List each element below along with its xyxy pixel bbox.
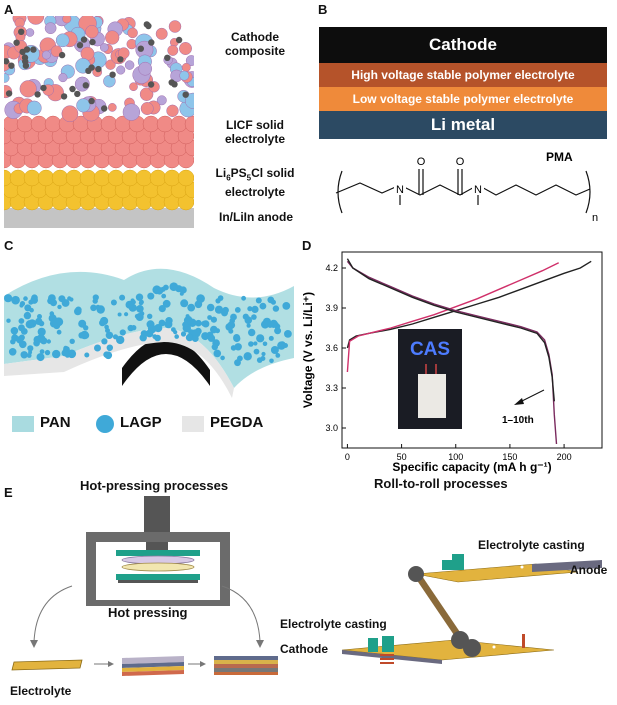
plot-frame [341, 251, 603, 449]
x-tick-label: 100 [448, 452, 463, 462]
pressed-stack [214, 656, 278, 675]
legend-label-lagp: LAGP [120, 414, 162, 431]
legend-label-pegda: PEGDA [210, 414, 264, 431]
electrolyte-label: Electrolyte [10, 684, 72, 698]
inset-cas-text: CAS [410, 339, 450, 360]
legend-swatch-pegda [182, 416, 204, 432]
series-line-discharge-1st [346, 258, 555, 402]
cathode-layer: Cathode [319, 27, 607, 63]
y-tick-label: 3.6 [325, 343, 338, 353]
pma-label: PMA [546, 150, 573, 164]
series-line-charge-cycles [346, 262, 560, 373]
partial-stack [122, 656, 184, 676]
legend-swatch-pan [12, 416, 34, 432]
x-tick-label: 50 [397, 452, 407, 462]
atom-o-left: O [417, 156, 426, 168]
legend-swatch-lagp [96, 415, 114, 433]
voltage-capacity-chart: 0 50 100 150 200 3.0 3.3 3.6 3.9 4.2 CAS 1–10th S… [301, 251, 603, 474]
series-line-charge-1st [346, 260, 592, 349]
panel-e-label: E [4, 485, 13, 500]
panel-c-legend: PAN LAGP PEGDA [12, 412, 302, 436]
anode-layer [4, 208, 194, 228]
repeat-n: n [592, 212, 598, 224]
panel-c-label: C [4, 238, 14, 253]
cathode-label-e: Cathode [280, 642, 328, 656]
licf-label: LICF solid electrolyte [224, 118, 286, 146]
inset-pouch-cell [418, 374, 446, 418]
hot-press-flow-arrows [30, 585, 264, 667]
cathode-composite-label: Cathode composite [224, 30, 285, 58]
y-tick-label: 4.2 [325, 263, 338, 273]
panel-a-label: A [4, 2, 14, 17]
y-tick-label: 3.9 [325, 303, 338, 313]
atom-n-right: N [474, 184, 482, 196]
hot-press-machine [86, 496, 230, 606]
roll-to-roll-title: Roll-to-roll processes [374, 476, 508, 491]
panel-d-label: D [302, 238, 312, 253]
panel-b-label: B [318, 2, 328, 17]
low-voltage-electrolyte-layer: Low voltage stable polymer electrolyte [319, 87, 607, 111]
composite-film-illustration [4, 268, 294, 398]
anode-label: In/LiIn anode [219, 210, 293, 224]
y-tick-label: 3.3 [325, 383, 338, 393]
legend-label-pan: PAN [40, 414, 71, 431]
high-voltage-electrolyte-layer: High voltage stable polymer electrolyte [319, 63, 607, 87]
electrolyte-film [11, 659, 83, 671]
y-tick-label: 3.0 [325, 423, 338, 433]
x-tick-label: 200 [557, 452, 572, 462]
x-tick-label: 0 [345, 452, 350, 462]
y-axis-label: Voltage (V vs. Li/Li⁺) [301, 292, 315, 408]
pma-structure: N N O O n PMA [335, 150, 598, 224]
cycle-annotation: 1–10th [502, 415, 534, 426]
polymer-layer-stack: Cathode High voltage stable polymer elec… [319, 27, 607, 139]
atom-o-right: O [456, 156, 465, 168]
anode-label-e: Anode [570, 563, 608, 577]
roll-to-roll-machine [341, 554, 602, 664]
hot-pressing-title: Hot-pressing processes [80, 478, 229, 493]
hot-pressing-label: Hot pressing [108, 605, 188, 620]
atom-n-left: N [396, 184, 404, 196]
li-metal-layer: Li metal [319, 111, 607, 139]
lpscl-label: Li6PS5Cl solid electrolyte [215, 166, 295, 200]
x-axis-label: Specific capacity (mA h g⁻¹) [392, 460, 551, 474]
electrolyte-casting-top-label: Electrolyte casting [478, 538, 585, 552]
x-tick-label: 150 [502, 452, 517, 462]
electrolyte-casting-bottom-label: Electrolyte casting [280, 617, 387, 631]
layered-cell-illustration [4, 16, 194, 228]
